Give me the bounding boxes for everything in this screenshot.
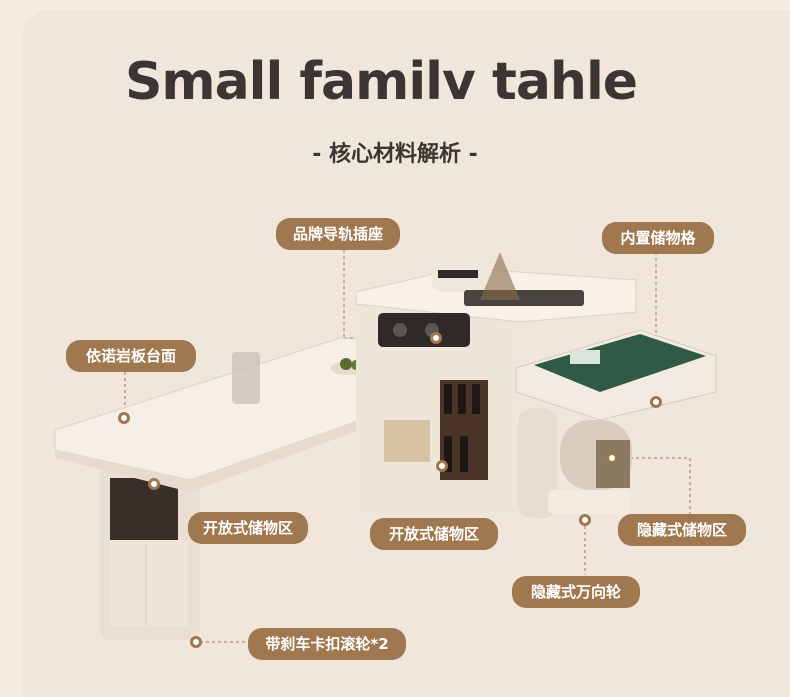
long-table (54, 337, 481, 640)
marker-hidden-storage (606, 452, 618, 464)
label-tabletop: 依诺岩板台面 (66, 340, 196, 372)
label-open-storage-left: 开放式储物区 (188, 512, 308, 544)
label-brake-wheel: 带刹车卡扣滚轮*2 (248, 628, 406, 660)
mahjong-drawer (515, 329, 717, 514)
page-title: Small familv tahle (124, 52, 638, 112)
label-socket: 品牌导轨插座 (276, 218, 400, 250)
marker-hidden-wheel (579, 514, 591, 526)
marker-brake-wheel (190, 636, 202, 648)
label-hidden-wheel: 隐藏式万向轮 (512, 576, 640, 608)
coffee-machine (432, 208, 584, 306)
marker-tabletop (118, 412, 130, 424)
label-storage-cell: 内置储物格 (602, 222, 714, 254)
marker-open-storage-mid (436, 460, 448, 472)
page-subtitle: - 核心材料解析 - (312, 142, 478, 167)
marker-socket (430, 332, 442, 344)
marker-storage-cell (650, 396, 662, 408)
label-open-storage-mid: 开放式储物区 (370, 518, 498, 550)
marker-open-storage-left (148, 478, 160, 490)
label-hidden-storage: 隐藏式储物区 (618, 514, 746, 546)
